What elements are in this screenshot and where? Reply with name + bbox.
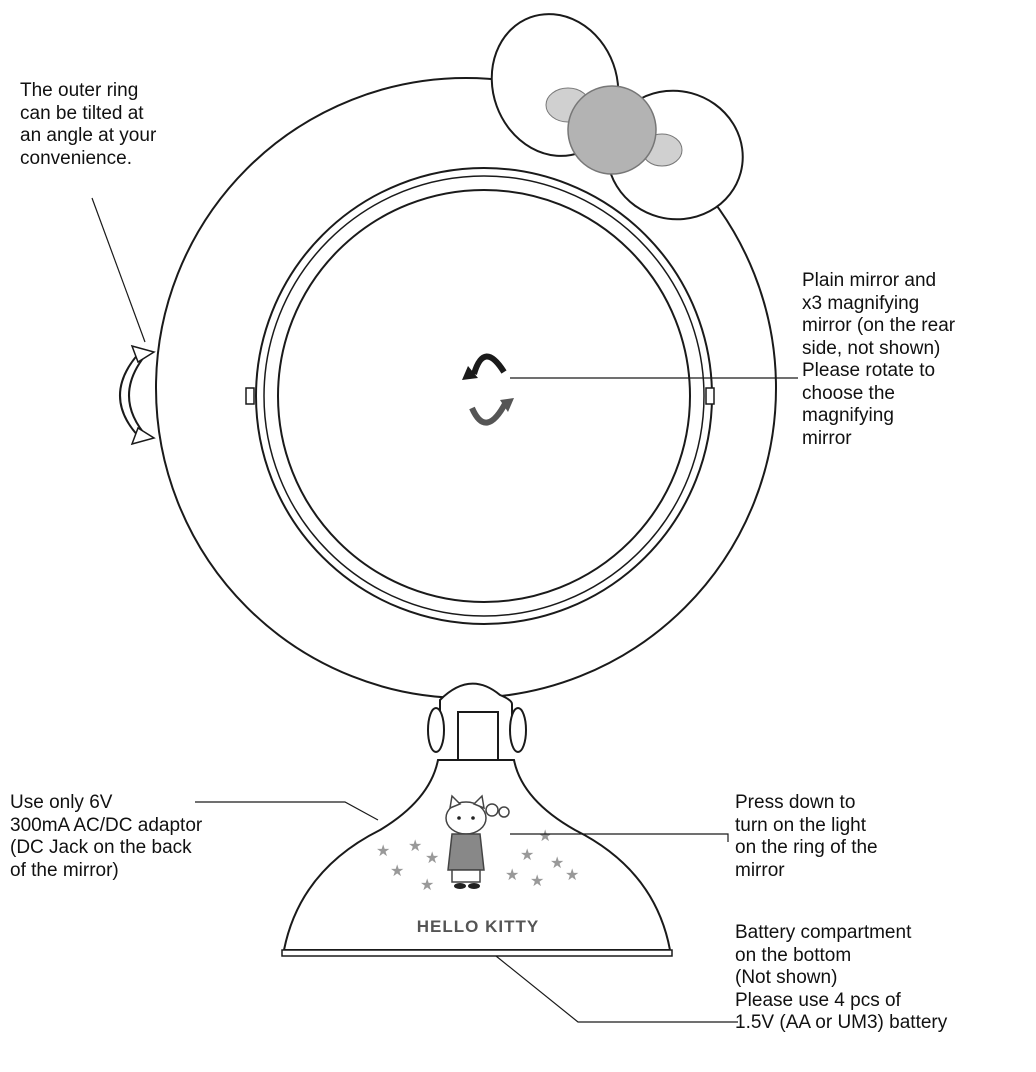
pivot-right bbox=[706, 388, 714, 404]
tilt-arrow-icon bbox=[120, 346, 154, 444]
callout-line: Battery compartment bbox=[735, 922, 947, 945]
callout-line: magnifying bbox=[802, 405, 955, 428]
mirror-glass bbox=[278, 190, 690, 602]
callout-line: Please use 4 pcs of bbox=[735, 990, 947, 1013]
callout-line: mirror (on the rear bbox=[802, 315, 955, 338]
callout-line: an angle at your bbox=[20, 125, 156, 148]
callout-line: of the mirror) bbox=[10, 860, 202, 883]
callout-adaptor: Use only 6V 300mA AC/DC adaptor (DC Jack… bbox=[10, 792, 202, 882]
callout-line: The outer ring bbox=[20, 80, 156, 103]
base-plate bbox=[282, 950, 672, 956]
svg-text:★: ★ bbox=[505, 865, 519, 884]
callout-mirror: Plain mirror and x3 magnifying mirror (o… bbox=[802, 270, 955, 450]
callout-outer-ring: The outer ring can be tilted at an angle… bbox=[20, 80, 156, 170]
leader-adaptor bbox=[195, 802, 378, 820]
svg-text:★: ★ bbox=[420, 875, 434, 894]
callout-battery: Battery compartment on the bottom (Not s… bbox=[735, 922, 947, 1035]
callout-line: on the ring of the bbox=[735, 837, 878, 860]
svg-text:★: ★ bbox=[538, 826, 552, 845]
callout-line: Please rotate to bbox=[802, 360, 955, 383]
callout-line: Use only 6V bbox=[10, 792, 202, 815]
callout-line: turn on the light bbox=[735, 815, 878, 838]
svg-text:★: ★ bbox=[390, 861, 404, 880]
svg-text:★: ★ bbox=[520, 845, 534, 864]
callout-line: 300mA AC/DC adaptor bbox=[10, 815, 202, 838]
callout-line: on the bottom bbox=[735, 945, 947, 968]
callout-line: choose the bbox=[802, 383, 955, 406]
callout-line: can be tilted at bbox=[20, 103, 156, 126]
callout-light: Press down to turn on the light on the r… bbox=[735, 792, 878, 882]
callout-line: (Not shown) bbox=[735, 967, 947, 990]
callout-line: 1.5V (AA or UM3) battery bbox=[735, 1012, 947, 1035]
leader-outer-ring bbox=[92, 198, 145, 342]
callout-line: x3 magnifying bbox=[802, 293, 955, 316]
hello-kitty-logo: HELLO KITTY bbox=[417, 917, 539, 936]
callout-line: side, not shown) bbox=[802, 338, 955, 361]
svg-text:★: ★ bbox=[376, 841, 390, 860]
leader-battery bbox=[496, 956, 738, 1022]
callout-line: Press down to bbox=[735, 792, 878, 815]
svg-text:★: ★ bbox=[425, 848, 439, 867]
callout-line: (DC Jack on the back bbox=[10, 837, 202, 860]
svg-text:★: ★ bbox=[565, 865, 579, 884]
svg-text:★: ★ bbox=[408, 836, 422, 855]
svg-text:★: ★ bbox=[530, 871, 544, 890]
callout-line: Plain mirror and bbox=[802, 270, 955, 293]
callout-line: mirror bbox=[802, 428, 955, 451]
callout-line: convenience. bbox=[20, 148, 156, 171]
svg-text:★: ★ bbox=[550, 853, 564, 872]
pivot-left bbox=[246, 388, 254, 404]
callout-line: mirror bbox=[735, 860, 878, 883]
